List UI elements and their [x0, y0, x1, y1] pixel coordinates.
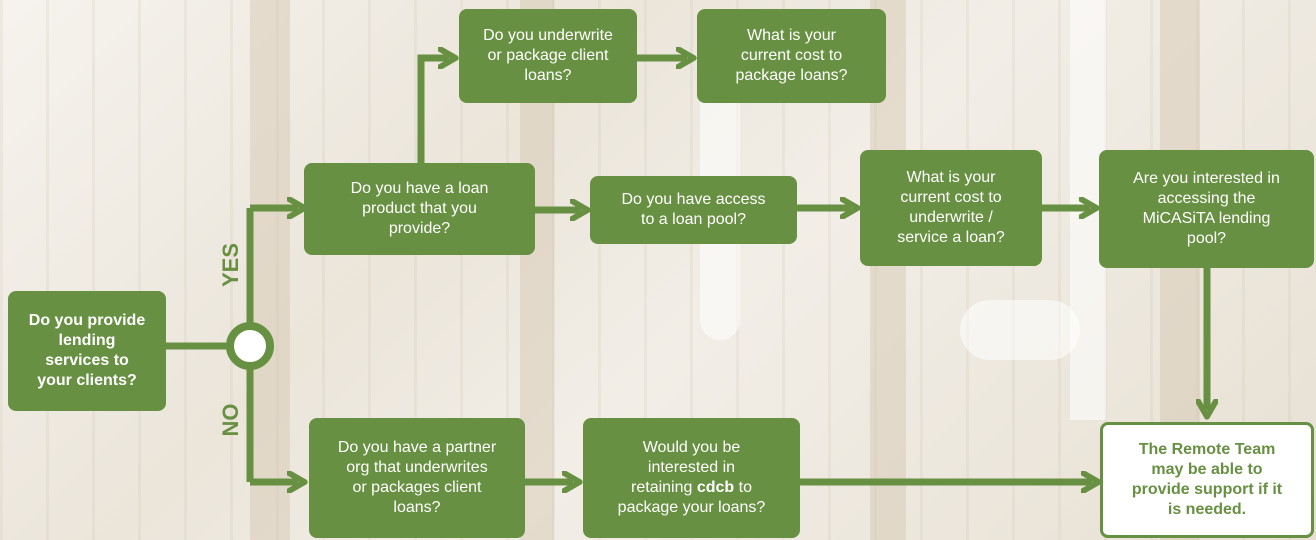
node-loan-product: Do you have a loan product that you prov… — [304, 163, 535, 255]
node-retain-cdcb: Would you be interested in retaining cdc… — [583, 418, 800, 538]
yes-label: YES — [218, 242, 243, 288]
node-cost-underwrite: What is your current cost to underwrite … — [860, 150, 1042, 266]
decision-junction-circle — [226, 322, 274, 370]
node-underwrite: Do you underwrite or package client loan… — [459, 9, 637, 103]
node-cost-package: What is your current cost to package loa… — [697, 9, 886, 103]
cdcb-emphasis: cdcb — [696, 479, 735, 496]
no-label: NO — [218, 403, 243, 437]
node-loan-pool: Do you have access to a loan pool? — [590, 176, 797, 244]
node-remote-team: The Remote Team may be able to provide s… — [1100, 422, 1314, 538]
node-interested-pool: Are you interested in accessing the MiCA… — [1099, 150, 1314, 268]
connector-to-underwrite — [417, 58, 449, 163]
node-partner-org: Do you have a partner org that underwrit… — [309, 418, 525, 538]
node-start-question: Do you provide lending services to your … — [8, 291, 166, 411]
